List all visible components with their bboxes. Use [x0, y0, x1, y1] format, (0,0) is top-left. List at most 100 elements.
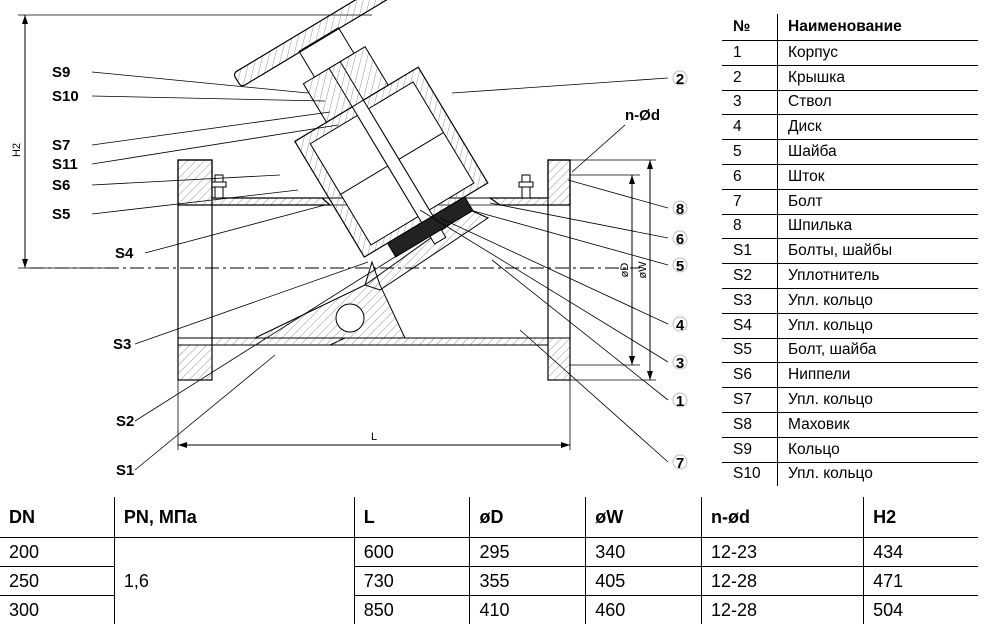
- part-name: Кольцо: [777, 437, 978, 463]
- header-od: øD: [469, 497, 586, 538]
- cell-h2: 471: [863, 566, 978, 596]
- part-name: Корпус: [777, 40, 978, 66]
- part-no: S9: [722, 437, 778, 463]
- label-s4: S4: [115, 245, 134, 262]
- part-name: Шайба: [777, 139, 978, 165]
- diameter-dimensions: øD øW: [570, 159, 656, 381]
- label-n-od: n-Ød: [625, 107, 660, 124]
- label-s3: S3: [113, 336, 131, 353]
- header-h2: H2: [863, 497, 978, 538]
- part-name: Шпилька: [777, 214, 978, 240]
- callout-7: 7: [676, 455, 684, 472]
- part-no: 4: [722, 114, 778, 141]
- cell-dn: 300: [0, 595, 115, 624]
- cell-od: 410: [469, 595, 586, 624]
- label-s6: S6: [52, 177, 70, 194]
- dimensions-header: DN PN, МПа L øD øW n-ød H2: [0, 497, 978, 538]
- cell-l: 600: [353, 537, 470, 567]
- label-s2: S2: [116, 413, 134, 430]
- dimensions-table: DN PN, МПа L øD øW n-ød H2 200 1,6 600 2…: [0, 497, 978, 624]
- l-dimension: L: [177, 380, 571, 450]
- header-ow: øW: [585, 497, 702, 538]
- table-row: S10 Упл. кольцо: [722, 462, 978, 487]
- callout-5: 5: [676, 258, 684, 275]
- cell-h2: 434: [863, 537, 978, 567]
- label-s10: S10: [52, 88, 79, 105]
- parts-table-header: № Наименование: [722, 14, 978, 41]
- header-dn: DN: [0, 497, 115, 538]
- table-row: 250 730 355 405 12-28 471: [0, 566, 978, 596]
- part-name: Болт: [777, 189, 978, 215]
- part-no: S8: [722, 412, 778, 438]
- callout-3: 3: [676, 355, 684, 372]
- cell-dn: 200: [9, 541, 40, 562]
- cell-dn: 250: [0, 566, 115, 596]
- label-s9: S9: [52, 64, 70, 81]
- part-name: Уплотнитель: [777, 263, 978, 289]
- h2-label: H2: [11, 143, 23, 157]
- valve-body: [177, 159, 571, 381]
- cell-ow: 340: [585, 537, 702, 567]
- cell-l: 850: [353, 595, 470, 624]
- part-no: S2: [722, 263, 778, 289]
- cell-h2: 504: [863, 595, 978, 624]
- table-row: 300 850 410 460 12-28 504: [0, 595, 978, 624]
- cell-n-od: 12-28: [701, 566, 864, 596]
- header-n-od: n-ød: [701, 497, 864, 538]
- label-s11: S11: [52, 156, 78, 173]
- part-no: 3: [722, 90, 778, 116]
- cell-l: 730: [353, 566, 470, 596]
- valve-drawing: H2: [11, 0, 688, 479]
- part-name: Диск: [777, 114, 978, 141]
- part-name: Упл. кольцо: [777, 387, 978, 413]
- cell-pn: 1,6: [113, 537, 355, 624]
- part-no: 1: [722, 40, 778, 66]
- part-no: S10: [722, 462, 778, 487]
- part-no: S6: [722, 362, 778, 389]
- label-s7: S7: [52, 137, 70, 154]
- part-no: S1: [722, 238, 778, 265]
- cell-od: 355: [469, 566, 586, 596]
- callout-4: 4: [676, 317, 685, 334]
- ow-label: øW: [637, 261, 649, 279]
- header-l: L: [353, 497, 470, 538]
- l-label: L: [371, 431, 377, 443]
- part-name: Упл. кольцо: [788, 465, 873, 483]
- part-name: Болт, шайба: [777, 338, 978, 364]
- callout-2: 2: [676, 71, 684, 88]
- part-name: Ствол: [777, 90, 978, 116]
- cell-n-od: 12-28: [701, 595, 864, 624]
- callout-8: 8: [676, 201, 684, 218]
- parts-header-name: Наименование: [777, 14, 978, 41]
- bonnet-assembly: [233, 0, 489, 258]
- part-no: 5: [722, 139, 778, 165]
- cell-n-od: 12-23: [701, 537, 864, 567]
- part-name: Крышка: [777, 65, 978, 91]
- part-no: S3: [722, 288, 778, 314]
- cell-ow: 460: [585, 595, 702, 624]
- part-no: S4: [722, 313, 778, 339]
- callout-6: 6: [676, 231, 684, 248]
- part-name: Маховик: [777, 412, 978, 438]
- part-callouts: 2 8 6 5 4 3 1 7: [672, 70, 688, 472]
- label-s1: S1: [116, 462, 134, 479]
- part-no: 8: [722, 214, 778, 240]
- part-no: S7: [722, 387, 778, 413]
